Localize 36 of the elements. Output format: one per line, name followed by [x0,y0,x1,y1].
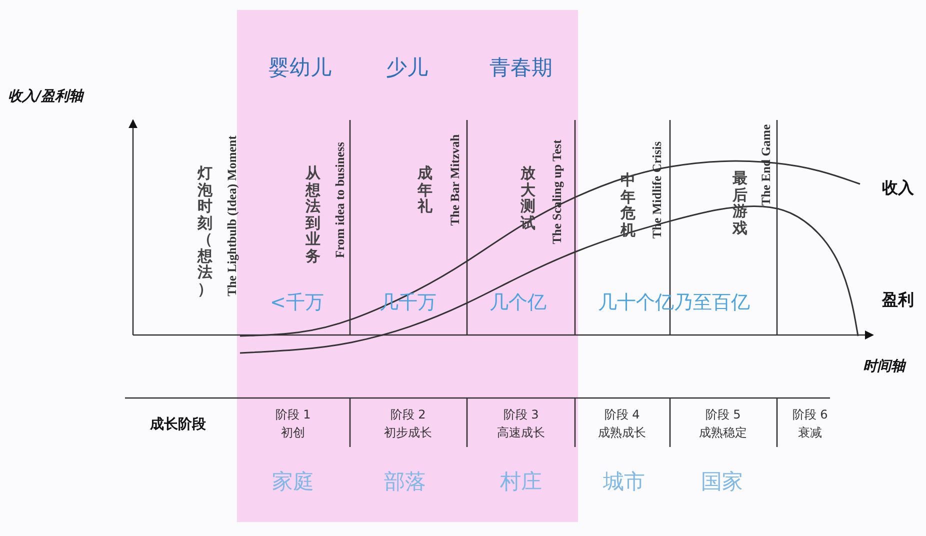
revenue-scale-label: <千万 [270,292,324,314]
scale-label: 国家 [701,470,743,494]
stage-number: 阶段 2 [390,408,426,422]
milestone-label: 从想法到业务 [306,165,320,264]
stage-name: 成熟成长 [598,426,646,440]
stage-name: 初步成长 [384,426,432,440]
milestone-label: The Lightbulb (Idea) Moment [226,136,240,296]
curve-label: 收入 [882,179,914,197]
stage-number: 阶段 1 [275,408,311,422]
stage-number: 阶段 3 [503,408,539,422]
milestone-label: 灯泡时刻（想法） [198,165,212,297]
stage-name: 成熟稳定 [699,426,747,440]
milestone-label: The Bar Mitzvah [449,134,463,226]
axis-title: 收入/盈利轴 [8,89,84,105]
axis-title: 时间轴 [863,359,905,375]
stage-age-label: 婴幼儿 [268,56,332,80]
stage-name: 高速成长 [497,426,545,440]
stage-name: 衰减 [798,426,822,440]
stage-age-label: 少儿 [386,56,428,80]
revenue-scale-label: 几个亿 [490,292,546,314]
curve-label: 盈利 [882,291,914,309]
scale-label: 城市 [603,470,645,494]
stage-age-label: 青春期 [490,56,552,80]
stage-number: 阶段 5 [705,408,741,422]
row-header: 成长阶段 [150,417,206,433]
milestone-label: From idea to business [334,142,348,258]
scale-label: 部落 [384,470,426,494]
milestone-label: The End Game [760,124,774,206]
stage-number: 阶段 6 [792,408,828,422]
stage-name: 初创 [281,426,305,440]
milestone-label: The Scaling up Test [551,140,565,244]
milestone-label: 最后游戏 [732,170,748,236]
stage-number: 阶段 4 [604,408,640,422]
scale-label: 家庭 [272,470,314,494]
scale-label: 村庄 [500,470,542,494]
milestone-label: 成年礼 [418,165,432,214]
